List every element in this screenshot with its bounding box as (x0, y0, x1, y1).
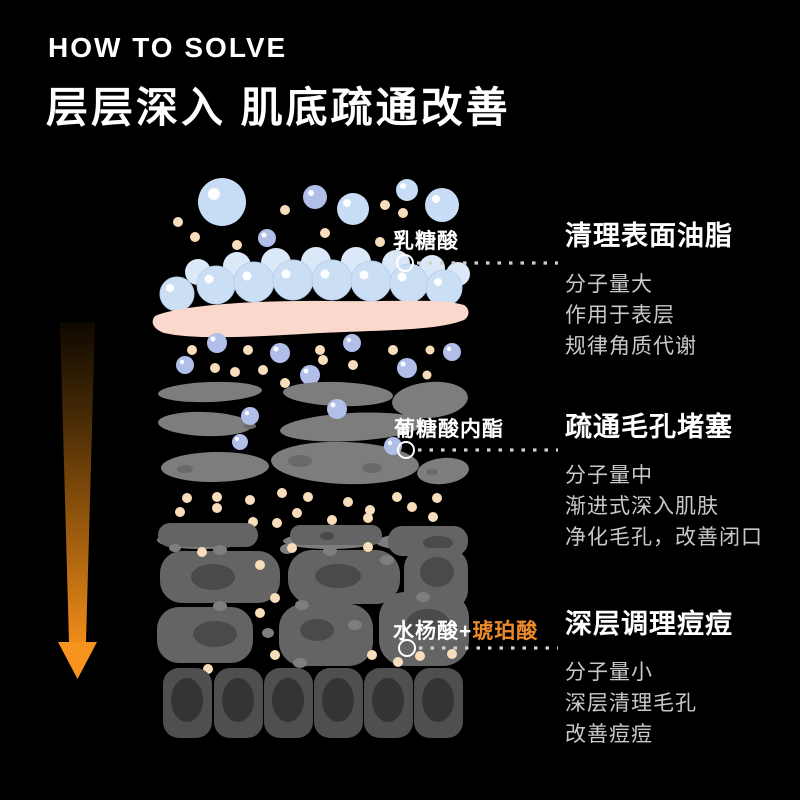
ingredient-label-highlight: 琥珀酸 (472, 620, 539, 643)
callout-title: 深层调理痘痘 (565, 609, 733, 639)
eyebrow-text: HOW TO SOLVE (48, 32, 288, 63)
page-title: 层层深入 肌底疏通改善 (46, 84, 511, 131)
callout-line: 净化毛孔，改善闭口 (565, 526, 763, 549)
callout-line: 深层清理毛孔 (565, 692, 697, 715)
callout-title: 疏通毛孔堵塞 (565, 412, 733, 442)
callout-deep-acne: 深层调理痘痘 分子量小 深层清理毛孔 改善痘痘 (565, 607, 790, 750)
surface-bubbles (173, 178, 459, 250)
callout-line: 规律角质代谢 (565, 335, 697, 358)
ingredient-label-text: 水杨酸+ (393, 620, 473, 643)
ingredient-label-lactobionic: 乳糖酸 (393, 225, 459, 255)
corneocyte-layer (157, 381, 469, 551)
callout-line: 改善痘痘 (565, 723, 653, 746)
callout-title: 清理表面油脂 (565, 221, 733, 251)
skin-surface-band (152, 300, 469, 338)
callout-line: 作用于表层 (565, 304, 675, 327)
ingredient-label-gluconolactone: 葡糖酸内酯 (394, 413, 504, 443)
depth-arrow-icon (58, 322, 97, 679)
subsurface-bubbles (176, 333, 461, 388)
callout-line: 分子量大 (565, 273, 653, 296)
callout-connector (396, 254, 558, 657)
callout-pore-blockage: 疏通毛孔堵塞 分子量中 渐进式深入肌肤 净化毛孔，改善闭口 (565, 410, 790, 553)
callout-line: 分子量小 (565, 661, 653, 684)
epidermis-cell-layer (157, 523, 469, 674)
ingredient-label-salicylic-succinic: 水杨酸+琥珀酸 (393, 615, 538, 645)
foam-layer (159, 247, 470, 312)
acid-dot-field (175, 488, 442, 528)
basal-cell-layer (163, 668, 463, 738)
callout-line: 分子量中 (565, 464, 653, 487)
callout-line: 渐进式深入肌肤 (565, 495, 719, 518)
ingredient-label-text: 葡糖酸内酯 (394, 418, 504, 441)
callout-surface-oil: 清理表面油脂 分子量大 作用于表层 规律角质代谢 (565, 219, 790, 362)
ingredient-label-text: 乳糖酸 (393, 230, 459, 253)
